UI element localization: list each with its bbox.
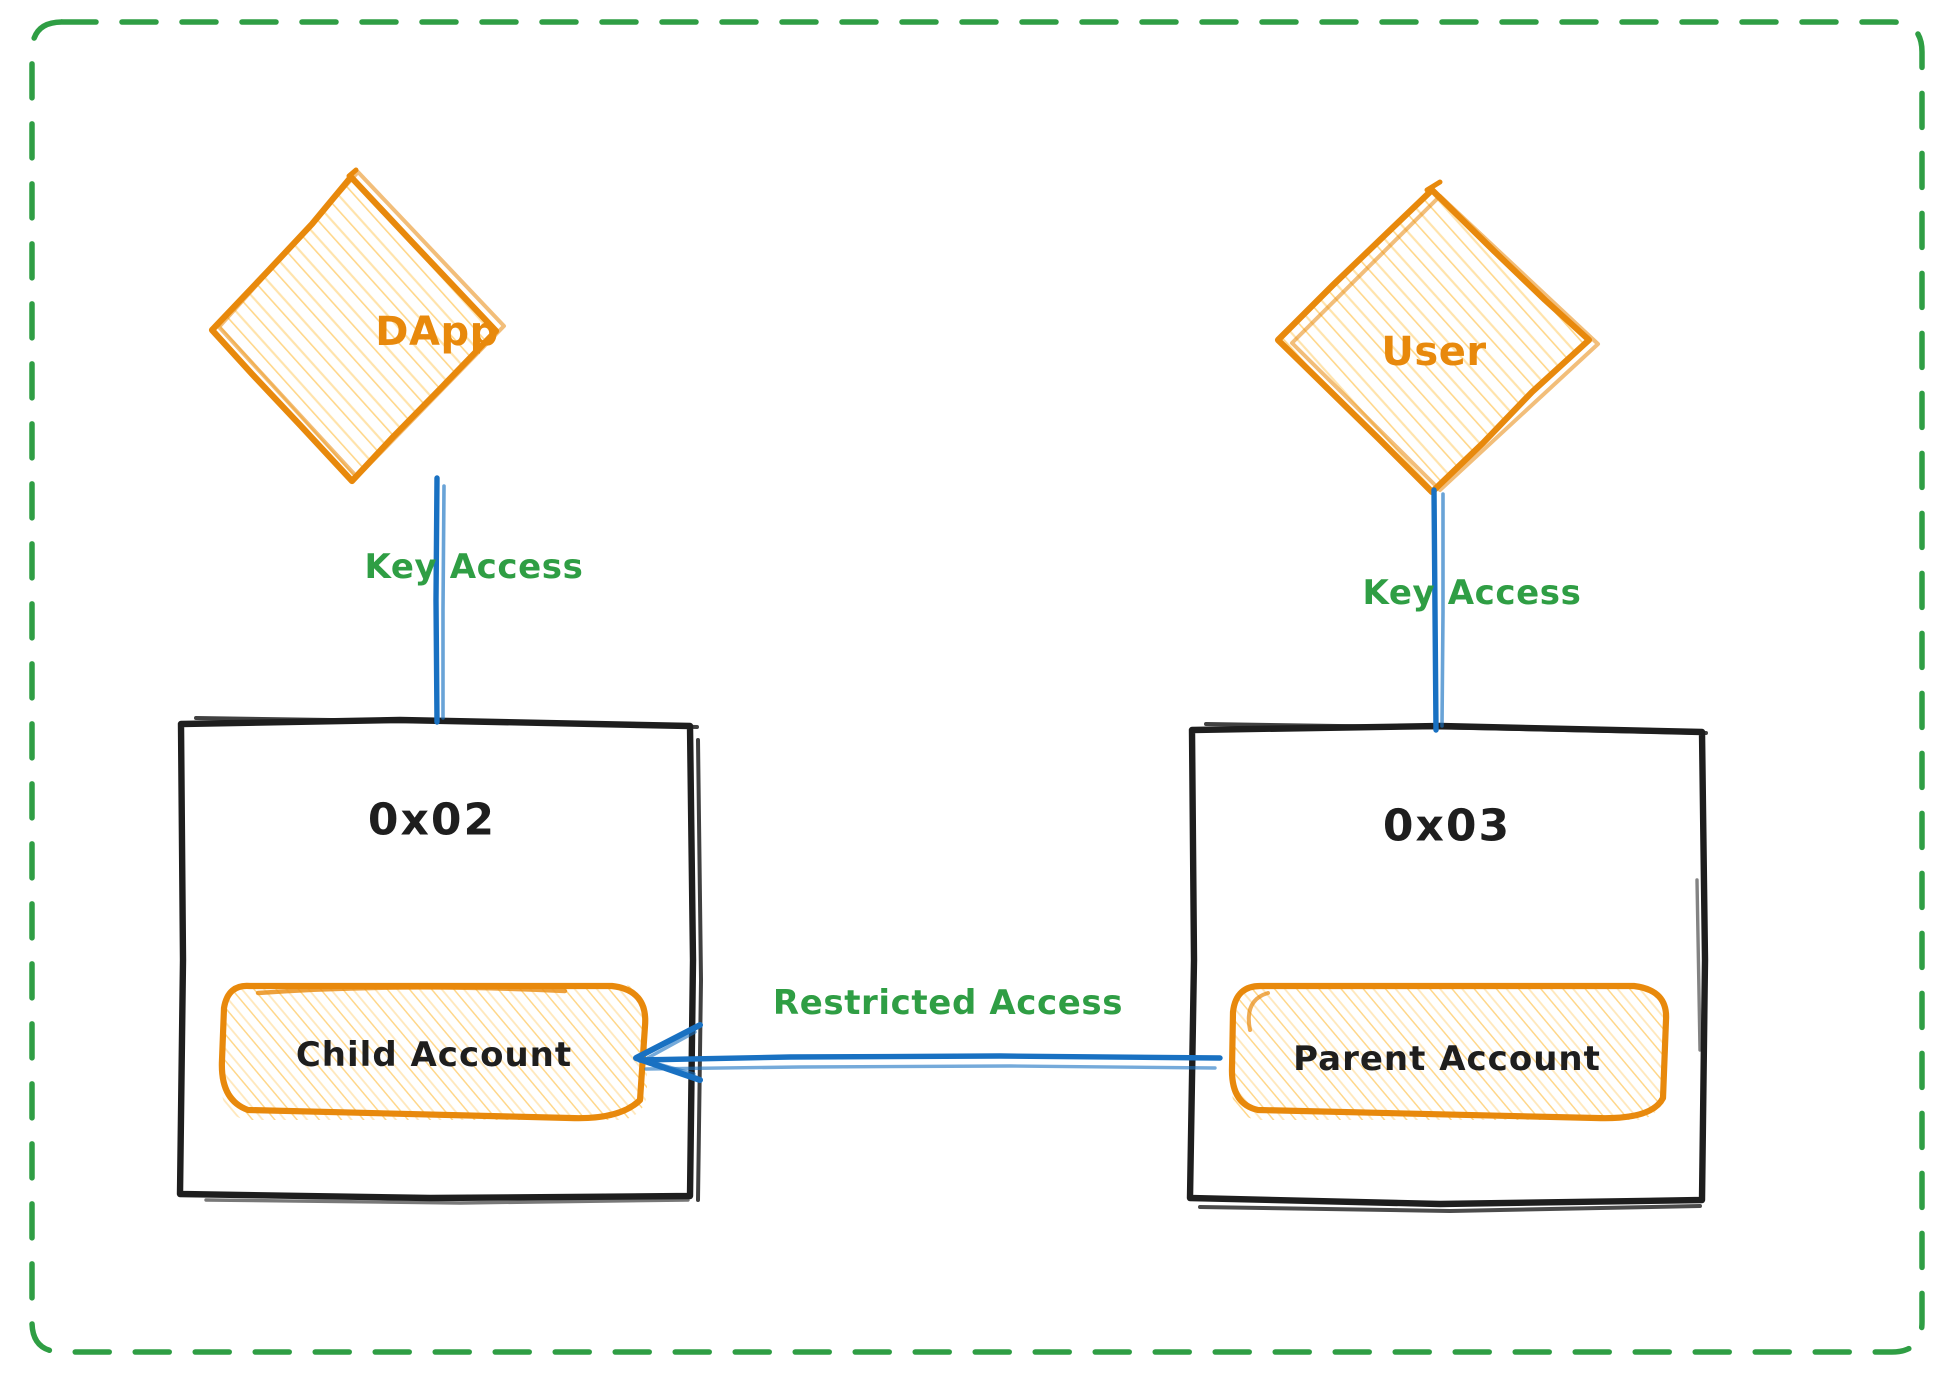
edge-dapp-to-child[interactable] <box>433 475 446 725</box>
node-account-0x02[interactable] <box>176 716 704 1205</box>
node-user[interactable] <box>1255 172 1615 532</box>
node-account-0x03[interactable] <box>1186 722 1709 1214</box>
node-child-account[interactable] <box>215 975 660 1130</box>
node-parent-account[interactable] <box>1226 975 1678 1130</box>
node-dapp[interactable] <box>190 160 530 510</box>
edge-parent-to-child[interactable] <box>633 1022 1223 1083</box>
edge-user-to-parent[interactable] <box>1431 487 1445 733</box>
dashed-frame <box>29 19 1925 1355</box>
